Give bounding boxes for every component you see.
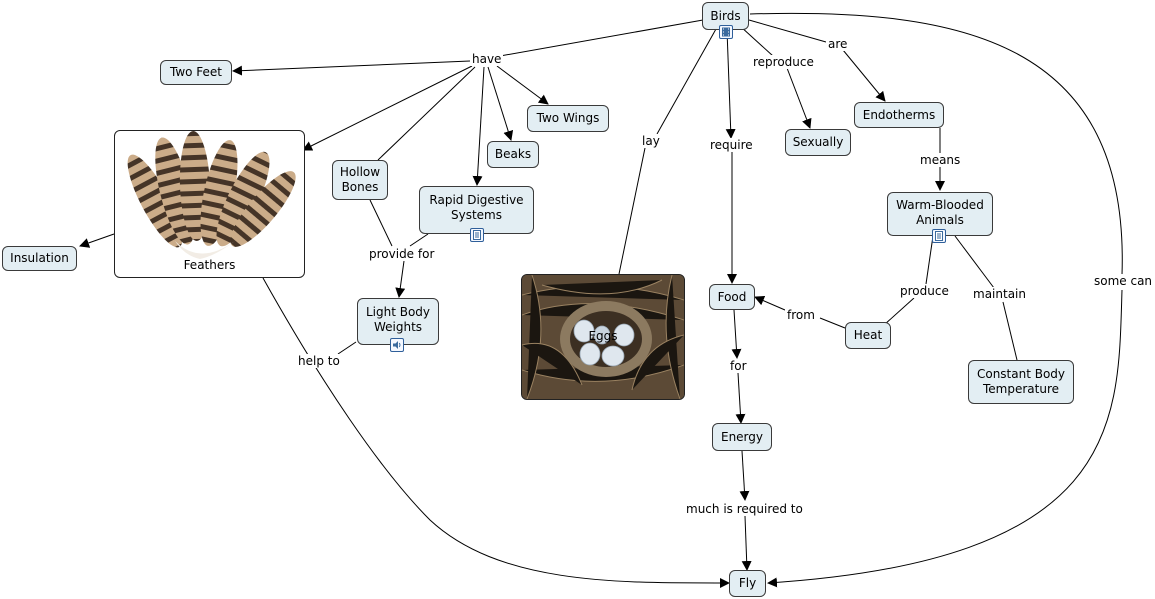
link-from: from: [785, 308, 817, 322]
connector-from-food: [754, 295, 786, 311]
connector-maintain-constant: [1002, 301, 1018, 361]
concept-food[interactable]: Food: [709, 284, 755, 310]
connector-digestive-provide: [409, 233, 429, 247]
concept-feathers[interactable]: Feathers: [114, 130, 305, 278]
concept-constant-temp[interactable]: Constant Body Temperature: [968, 360, 1074, 404]
connector-provide-light: [395, 260, 406, 298]
concept-endotherms-label: Endotherms: [862, 107, 936, 122]
connector-for-energy: [735, 372, 746, 424]
connector-have-beaks: [487, 66, 514, 141]
connector-much-fly: [741, 515, 752, 571]
concept-rapid-digestive-label: Rapid Digestive Systems: [429, 193, 524, 222]
connector-some-can-fly: [767, 289, 1123, 588]
link-provide-for: provide for: [367, 247, 437, 261]
concept-light-body[interactable]: Light Body Weights: [357, 298, 439, 345]
concept-warm-blooded[interactable]: Warm-Blooded Animals: [887, 192, 993, 236]
connector-hollow-provide: [369, 199, 393, 247]
concept-feathers-label: Feathers: [183, 258, 236, 272]
concept-food-label: Food: [717, 289, 747, 304]
concept-energy-label: Energy: [720, 429, 763, 444]
nest-image: [522, 275, 684, 399]
connector-birds-lay: [656, 28, 717, 135]
link-maintain: maintain: [971, 287, 1028, 301]
speaker-icon[interactable]: [390, 338, 404, 352]
connector-produce-heat: [883, 297, 915, 326]
connector-feathers-insulation: [79, 233, 115, 248]
link-have: have: [470, 52, 504, 66]
concept-insulation[interactable]: Insulation: [2, 246, 77, 271]
concept-sexually[interactable]: Sexually: [785, 129, 851, 156]
connector-have-rapid-digestive: [472, 66, 485, 186]
connector-food-for: [731, 309, 742, 359]
connector-reproduce-sexually: [786, 67, 812, 129]
link-for: for: [728, 359, 749, 373]
link-are: are: [826, 37, 850, 51]
document-icon[interactable]: [932, 229, 946, 243]
connector-birds-have: [499, 19, 704, 57]
concept-two-feet-label: Two Feet: [169, 65, 223, 79]
concept-beaks[interactable]: Beaks: [487, 141, 539, 168]
concept-energy[interactable]: Energy: [712, 423, 772, 451]
concept-beaks-label: Beaks: [494, 147, 532, 161]
concept-warm-blooded-label: Warm-Blooded Animals: [896, 198, 984, 227]
document-icon[interactable]: [470, 228, 484, 242]
connector-birds-some-can: [749, 12, 1123, 276]
concept-birds-label: Birds: [710, 8, 741, 23]
concept-rapid-digestive[interactable]: Rapid Digestive Systems: [419, 186, 534, 234]
concept-two-feet[interactable]: Two Feet: [160, 60, 232, 85]
link-require: require: [708, 138, 755, 152]
connector-are-endotherms: [842, 49, 886, 102]
concept-fly[interactable]: Fly: [729, 570, 766, 597]
film-icon[interactable]: [719, 25, 733, 39]
connector-have-two-wings: [496, 65, 549, 105]
connector-birds-are: [748, 19, 827, 43]
connector-have-feathers: [302, 65, 473, 151]
connector-light-helpto: [337, 341, 357, 355]
link-help-to: help to: [296, 354, 342, 368]
concept-two-wings-label: Two Wings: [536, 111, 600, 125]
connector-warm-produce: [925, 235, 934, 285]
link-reproduce: reproduce: [751, 55, 816, 69]
concept-hollow-bones[interactable]: Hollow Bones: [332, 160, 388, 200]
connector-have-hollow-bones: [377, 66, 476, 161]
connector-lay-eggs: [618, 147, 646, 275]
concept-sexually-label: Sexually: [792, 135, 844, 149]
link-produce: produce: [898, 284, 951, 298]
link-some-can: some can: [1092, 274, 1155, 288]
feathers-image: [127, 131, 296, 259]
concept-eggs[interactable]: Eggs: [521, 274, 685, 400]
concept-hollow-bones-label: Hollow Bones: [339, 165, 381, 194]
concept-endotherms[interactable]: Endotherms: [854, 102, 944, 128]
connector-helpto-fly: [262, 277, 730, 589]
connector-have-two-feet: [232, 60, 471, 76]
link-means: means: [918, 153, 963, 167]
concept-light-body-label: Light Body Weights: [365, 305, 431, 334]
connector-energy-much: [739, 450, 750, 501]
connector-birds-require: [725, 29, 736, 139]
concept-insulation-label: Insulation: [10, 251, 69, 265]
connector-heat-from: [819, 317, 846, 329]
concept-eggs-label: Eggs: [588, 329, 618, 343]
concept-fly-label: Fly: [738, 576, 757, 590]
connector-warm-maintain: [954, 235, 995, 289]
concept-constant-temp-label: Constant Body Temperature: [976, 367, 1066, 396]
concept-two-wings[interactable]: Two Wings: [527, 105, 609, 132]
link-much-required: much is required to: [684, 502, 805, 516]
link-lay: lay: [640, 134, 662, 148]
connector-birds-reproduce: [739, 25, 774, 57]
concept-heat-label: Heat: [853, 328, 883, 342]
concept-heat[interactable]: Heat: [845, 322, 891, 349]
